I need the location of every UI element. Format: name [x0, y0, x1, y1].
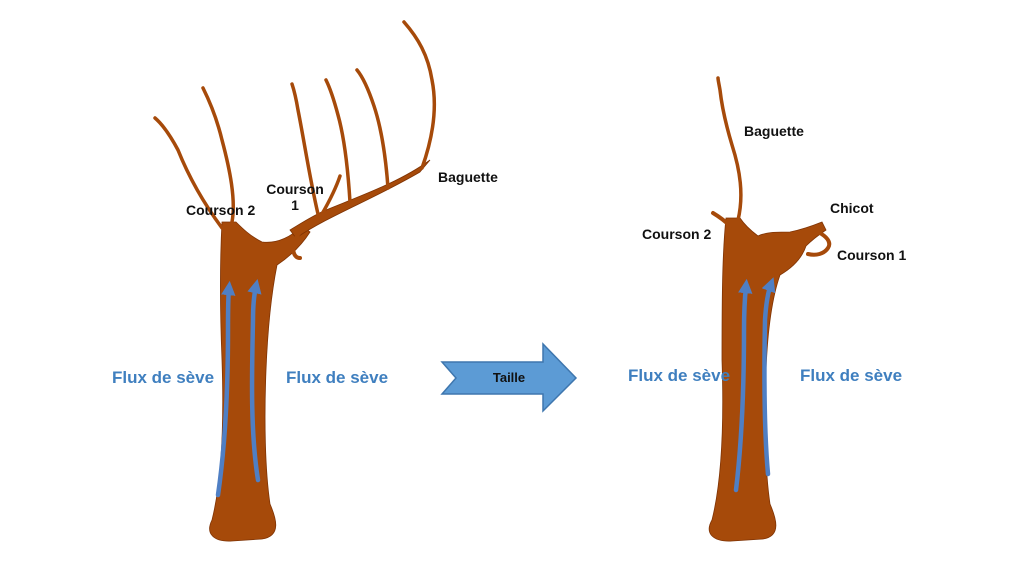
baguette-cane-before: [289, 159, 431, 239]
shoot-2-before: [201, 86, 236, 224]
label-flux-left-before: Flux de sève: [112, 368, 215, 387]
courson2-spur-after: [711, 211, 732, 228]
baguette-cane-after: [716, 76, 743, 222]
shoot-4-before: [324, 78, 352, 204]
label-taille: Taille: [492, 370, 526, 385]
label-baguette-before: Baguette: [438, 169, 498, 185]
sap-flow-arrow-right-after: [761, 277, 776, 477]
courson1-spur-after: [806, 230, 832, 257]
shoot-6-before: [402, 20, 437, 170]
label-courson-2-after: Courson 2: [642, 226, 712, 242]
label-courson-2-before: Courson 2: [186, 202, 256, 218]
sap-flow-arrow-left-before: [215, 280, 236, 498]
label-baguette-after: Baguette: [744, 123, 804, 139]
label-courson-1-before-line1: Courson: [266, 181, 324, 197]
label-courson-1-after: Courson 1: [837, 247, 907, 263]
courson1-spur-before: [291, 230, 302, 260]
label-flux-right-before: Flux de sève: [286, 368, 389, 387]
pruning-arrow: [440, 342, 578, 413]
shoot-3-before: [290, 82, 320, 216]
label-flux-right-after: Flux de sève: [800, 366, 903, 385]
sap-flow-arrow-left-after: [733, 278, 753, 493]
trunk-before: [209, 221, 311, 542]
shoot-5-before: [355, 68, 390, 190]
vine-before-pruning: [153, 20, 437, 542]
sap-flow-arrow-right-before: [247, 278, 262, 483]
label-courson-1-before: Courson 1: [264, 181, 326, 213]
pruning-arrow-shape: [440, 342, 578, 413]
shoot-1-before: [153, 116, 224, 230]
courson1-shoot-before: [320, 174, 342, 216]
vine-after-pruning: [708, 76, 832, 542]
label-flux-left-after: Flux de sève: [628, 366, 731, 385]
label-courson-1-before-line2: 1: [291, 197, 299, 214]
label-chicot-after: Chicot: [830, 200, 874, 216]
